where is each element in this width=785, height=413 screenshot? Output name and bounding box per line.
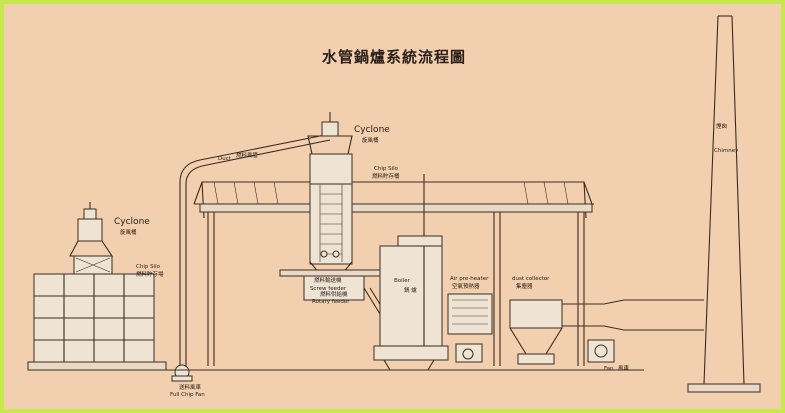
fuel-duct (179, 133, 331, 366)
screw-feeder-zh: 燃料輸送機 (314, 276, 342, 284)
air-preheater-zh: 空氣預熱器 (452, 282, 480, 290)
dust-collector-zh: 集塵器 (516, 282, 533, 290)
boiler-label: Boiler (394, 278, 411, 284)
air-preheater (447, 293, 493, 363)
cyclone-left-label: Cyclone (114, 217, 150, 227)
chip-silo-left-label: Chip Silo (136, 264, 161, 270)
rotary-feeder-label: Rotary feeder (312, 299, 350, 305)
dust-collector (509, 299, 563, 365)
chimney (687, 15, 761, 393)
cyclone-top-zh: 旋風桶 (362, 136, 379, 144)
screw-feeder (279, 269, 387, 315)
chip-silo-left-zh: 燃料貯存場 (136, 270, 164, 278)
air-preheater-label: Air pre-heater (450, 276, 489, 282)
cyclone-left (69, 202, 114, 275)
screw-feeder-label: Screw feeder (310, 286, 347, 292)
full-chip-fan-label: Full Chip Fan (170, 392, 205, 398)
flue-duct (562, 299, 704, 363)
duct-zh: 燃料風管 (236, 151, 259, 159)
fan-zh: 風車 (618, 364, 630, 372)
diagram-canvas: 水管鍋爐系統流程圖 Cyclone 旋風桶 Chip Silo 燃料貯存場 Du… (4, 4, 781, 409)
chimney-zh: 煙囱 (716, 122, 727, 130)
full-chip-fan (171, 364, 193, 382)
main-structure (164, 181, 644, 371)
cyclone-top (307, 112, 353, 185)
duct-label: Duct (218, 156, 232, 162)
boiler (373, 174, 449, 371)
chip-silo-top-label: Chip Silo (374, 166, 399, 172)
chip-silo-top-zh: 燃料貯存桶 (372, 172, 400, 180)
boiler-zh: 鍋 爐 (404, 286, 417, 294)
chip-silo-left (27, 273, 167, 371)
chip-silo-tower (309, 183, 353, 275)
cyclone-left-zh: 旋風桶 (120, 228, 137, 236)
rotary-feeder-zh: 燃料供給機 (320, 290, 348, 298)
diagram-title: 水管鍋爐系統流程圖 (322, 48, 466, 66)
full-chip-fan-zh: 送料風車 (179, 383, 202, 391)
fan-label: Fan (604, 366, 614, 372)
boiler-flow-diagram: 水管鍋爐系統流程圖 Cyclone 旋風桶 Chip Silo 燃料貯存場 Du… (27, 15, 761, 398)
dust-collector-label: dust collector (512, 276, 550, 282)
chimney-label: Chimney (714, 148, 739, 154)
cyclone-top-label: Cyclone (354, 125, 390, 135)
